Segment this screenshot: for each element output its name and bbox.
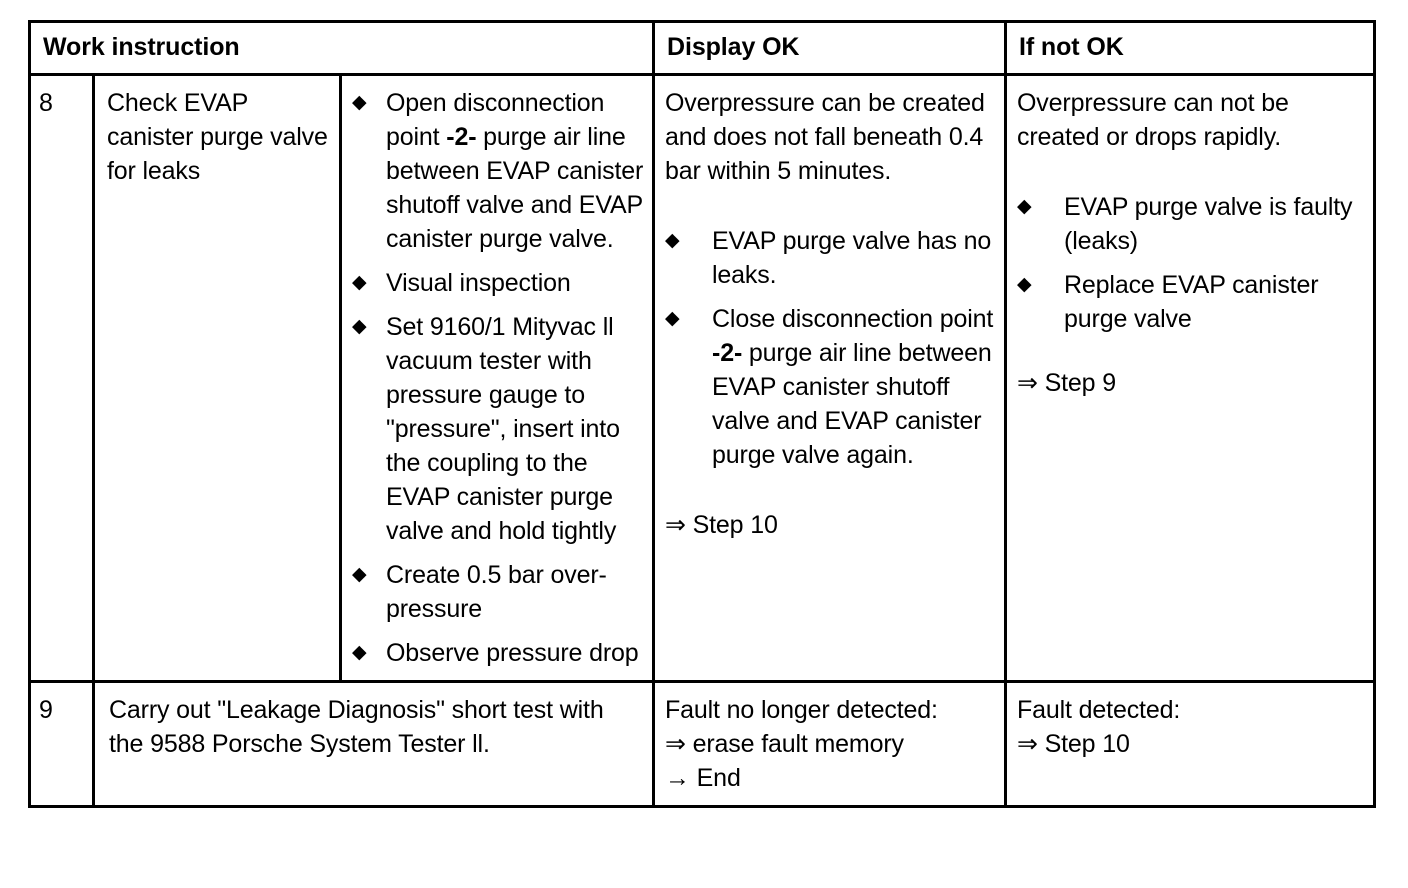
spacer [665,472,996,508]
row-number-cell-8: 8 [28,73,95,683]
list-item-text-pre: Open disconnection point [386,89,605,151]
task-cell-8: Check EVAP canister purge valve for leak… [92,73,342,683]
if-not-ok-result: ⇒ Step 10 [1017,730,1130,758]
task-description: Carry out "Leakage Diagnosis" short test… [109,696,604,758]
list-item-emphasis: -2- [712,339,743,367]
spacer [665,188,996,224]
header-if-not-ok: If not OK [1004,20,1377,76]
header-display-ok: Display OK [652,20,1008,76]
task-cell-9: Carry out "Leakage Diagnosis" short test… [91,680,656,808]
list-item: Set 9160/1 Mityvac ll vacuum tester with… [352,310,644,548]
row-number-cell-9: 9 [28,680,95,808]
spacer [1017,336,1365,366]
list-item-text-pre: Close disconnection point [712,305,994,333]
list-item: Create 0.5 bar over-pressure [352,558,644,626]
list-item-text-pre: EVAP purge valve has no leaks. [712,227,992,289]
display-ok-result: ⇒ Step 10 [665,511,778,539]
list-item-text-pre: Observe pressure drop [386,639,639,667]
if-not-ok-result: ⇒ Step 9 [1017,369,1116,397]
row-number: 9 [39,696,53,724]
header-if-not-ok-label: If not OK [1019,33,1124,61]
list-item: Visual inspection [352,266,644,300]
header-display-ok-label: Display OK [667,33,800,61]
if-not-ok-cell-9: Fault detected: ⇒ Step 10 [1004,680,1377,808]
list-item: Observe pressure drop [352,636,644,670]
if-not-ok-cell-8: Overpressure can not be created or drops… [1004,73,1377,683]
list-item: EVAP purge valve is faulty (leaks) [1017,190,1365,258]
table-row: 9 Carry out "Leakage Diagnosis" short te… [28,680,1377,808]
step-bullet-list: Open disconnection point -2- purge air l… [352,86,644,670]
list-item-text-post: purge air line between EVAP canister shu… [386,123,644,253]
display-ok-action: ⇒ erase fault memory [665,730,904,758]
display-ok-intro: Overpressure can be created and does not… [665,89,985,185]
list-item-text-pre: Replace EVAP canister purge valve [1064,271,1319,333]
list-item-text-post: purge air line between EVAP canister shu… [712,339,992,469]
list-item-text-pre: Create 0.5 bar over-pressure [386,561,607,623]
list-item-text-pre: EVAP purge valve is faulty (leaks) [1064,193,1353,255]
list-item-emphasis: -2- [446,123,477,151]
display-ok-cell-8: Overpressure can be created and does not… [652,73,1008,683]
display-ok-cell-9: Fault no longer detected: ⇒ erase fault … [652,680,1008,808]
steps-cell-8: Open disconnection point -2- purge air l… [338,73,656,683]
table-header-row: Work instruction Display OK If not OK [27,20,1377,76]
spacer [1017,154,1365,190]
display-ok-intro: Fault no longer detected: [665,696,938,724]
list-item: Open disconnection point -2- purge air l… [352,86,644,256]
header-work-instruction-label: Work instruction [43,33,240,61]
list-item: Close disconnection point -2- purge air … [665,302,996,472]
work-procedure-table: Work instruction Display OK If not OK 8 … [27,20,1377,808]
list-item: Replace EVAP canister purge valve [1017,268,1365,336]
list-item-text-pre: Set 9160/1 Mityvac ll vacuum tester with… [386,313,620,545]
if-not-ok-intro: Fault detected: [1017,696,1181,724]
if-not-ok-bullet-list: EVAP purge valve is faulty (leaks) Repla… [1017,190,1365,336]
if-not-ok-intro: Overpressure can not be created or drops… [1017,89,1289,151]
display-ok-bullet-list: EVAP purge valve has no leaks. Close dis… [665,224,996,472]
row-number: 8 [39,89,53,117]
display-ok-end: → End [665,764,741,792]
table-row: 8 Check EVAP canister purge valve for le… [28,73,1377,683]
task-description: Check EVAP canister purge valve for leak… [107,89,328,185]
list-item: EVAP purge valve has no leaks. [665,224,996,292]
header-work-instruction: Work instruction [27,20,656,76]
list-item-text-pre: Visual inspection [386,269,571,297]
